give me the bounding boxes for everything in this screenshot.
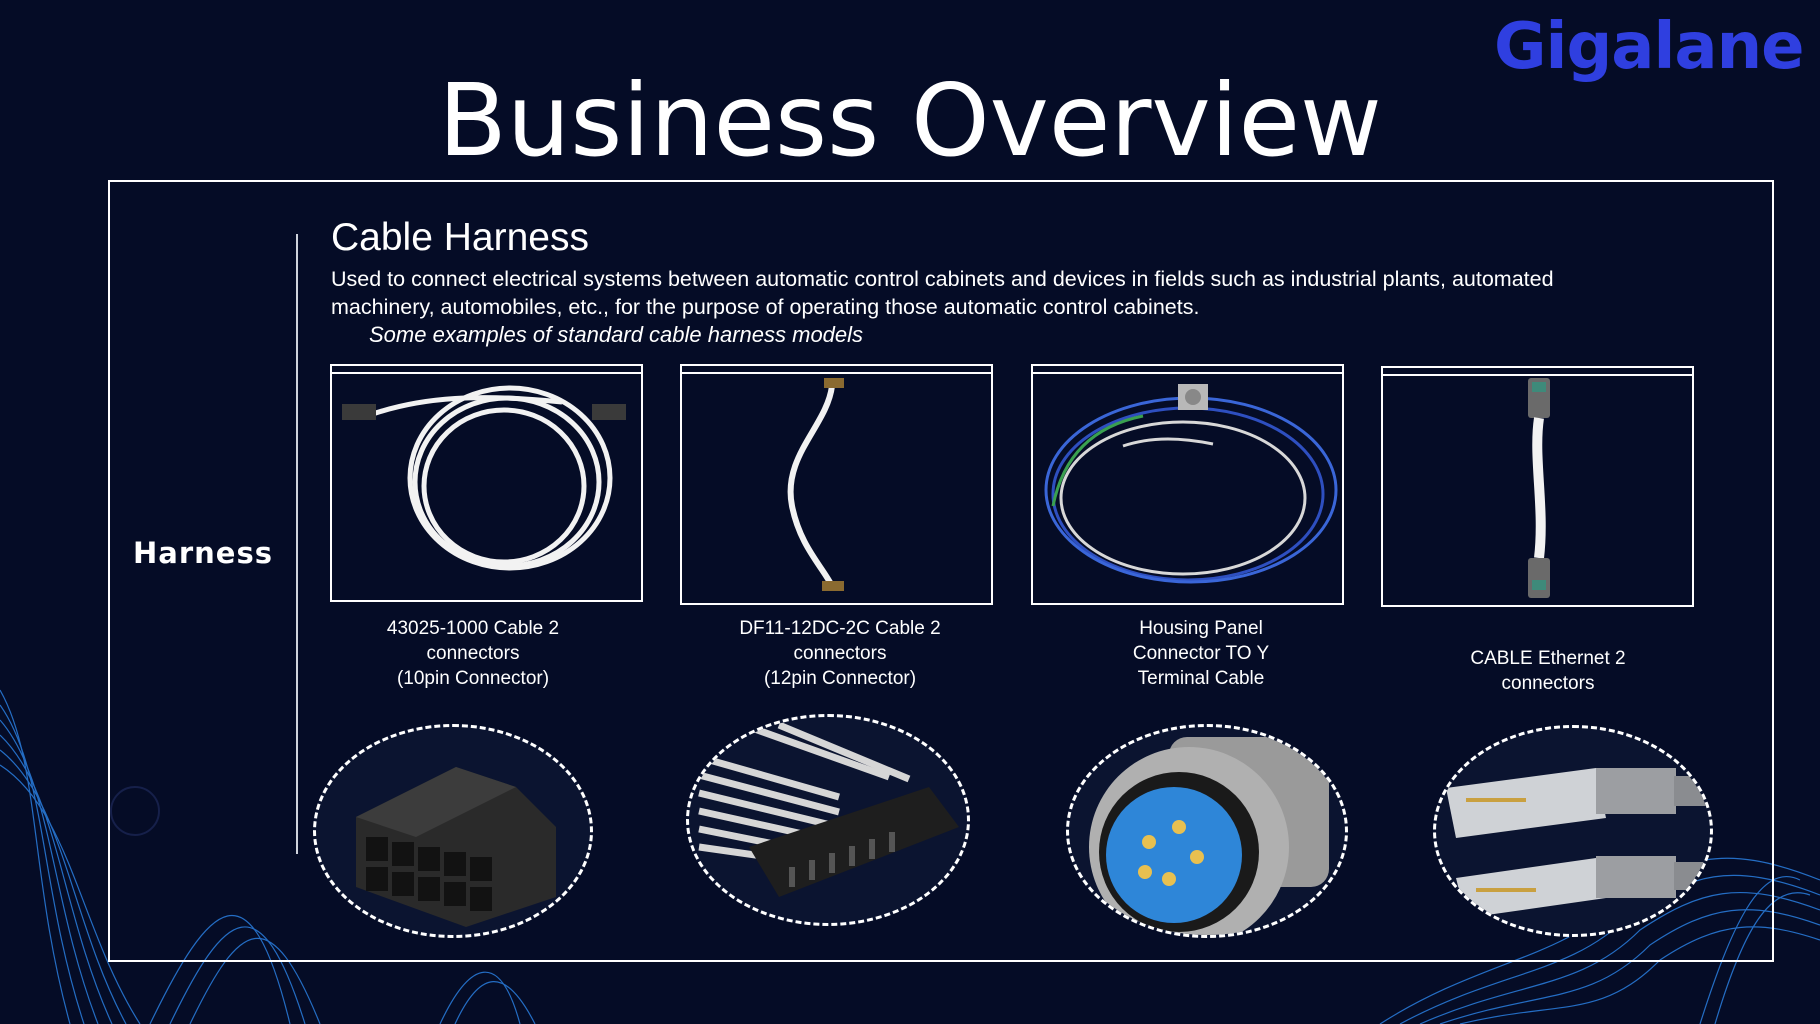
caption-line: connectors [793, 643, 887, 664]
caption-line: (10pin Connector) [396, 668, 550, 689]
blue-wire-cable-icon [1044, 384, 1338, 584]
gigalane-logo: Gigalane [1494, 10, 1805, 84]
caption-line: Connector TO Y [1132, 643, 1270, 664]
caption-line: CABLE Ethernet 2 [1470, 648, 1626, 669]
caption-line: DF11-12DC-2C Cable 2 [739, 618, 941, 639]
connector-detail-rj45 [1433, 725, 1713, 937]
section-description: Used to connect electrical systems betwe… [331, 267, 1554, 319]
caption-line: connectors [1501, 673, 1595, 694]
connector-detail-12pin [686, 714, 970, 926]
examples-caption: Some examples of standard cable harness … [369, 322, 864, 347]
caption-line: 43025-1000 Cable 2 [386, 618, 560, 639]
rj45-plug-icon [1446, 768, 1710, 918]
circular-panel-connector-icon [1089, 737, 1329, 935]
product-caption-df11: DF11-12DC-2C Cable 2 connectors (12pin C… [680, 616, 1000, 691]
caption-line: Housing Panel [1139, 618, 1263, 639]
connector-detail-circular [1066, 724, 1348, 938]
product-card-ethernet [1381, 366, 1694, 607]
caption-line: (12pin Connector) [763, 668, 917, 689]
page-title: Business Overview [438, 62, 1382, 179]
product-caption-housing-panel: Housing Panel Connector TO Y Terminal Ca… [1041, 616, 1361, 691]
white-short-cable-icon [787, 378, 844, 591]
product-card-housing-panel [1031, 364, 1344, 605]
10pin-connector-icon [356, 767, 556, 927]
section-title: Cable Harness [331, 216, 589, 259]
caption-line: connectors [426, 643, 520, 664]
product-caption-ethernet: CABLE Ethernet 2 connectors [1388, 646, 1708, 696]
white-coiled-cable-icon [342, 385, 626, 571]
product-card-df11 [680, 364, 993, 605]
page-number-circle [110, 786, 160, 836]
connector-detail-10pin [313, 724, 593, 938]
caption-line: Terminal Cable [1137, 668, 1265, 689]
product-caption-43025: 43025-1000 Cable 2 connectors (10pin Con… [313, 616, 633, 691]
content-frame [108, 180, 1774, 962]
product-card-43025 [330, 364, 643, 602]
ethernet-cable-icon [1528, 378, 1550, 598]
12pin-connector-icon [698, 721, 959, 897]
vertical-divider [296, 234, 298, 854]
sidebar-label-harness: Harness [133, 536, 273, 570]
